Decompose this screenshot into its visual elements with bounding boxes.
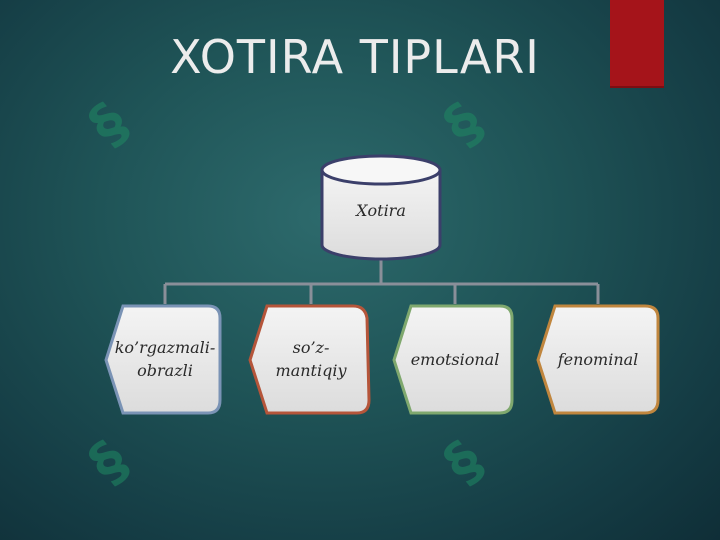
child-node-korgazmali-obrazli: ko’rgazmali- obrazli (104, 304, 222, 415)
child-node-label-line2: obrazli (137, 361, 193, 380)
accent-bar (610, 0, 664, 88)
child-node-label: fenominal (557, 350, 639, 369)
child-node-emotsional: emotsional (392, 304, 514, 415)
child-node-label-line2: mantiqiy (276, 361, 348, 380)
child-node-label-line1: so’z- (293, 338, 330, 357)
slide-title: XOTIRA TIPLARI (170, 30, 540, 84)
root-node: Xotira (320, 154, 442, 261)
child-node-fenominal: fenominal (536, 304, 660, 415)
child-node-label-line1: ko’rgazmali- (115, 338, 216, 357)
child-node-label: emotsional (411, 350, 500, 369)
child-node-soz-mantiqiy: so’z- mantiqiy (248, 304, 371, 415)
connector-lines (163, 258, 600, 304)
root-node-label: Xotira (354, 201, 406, 220)
